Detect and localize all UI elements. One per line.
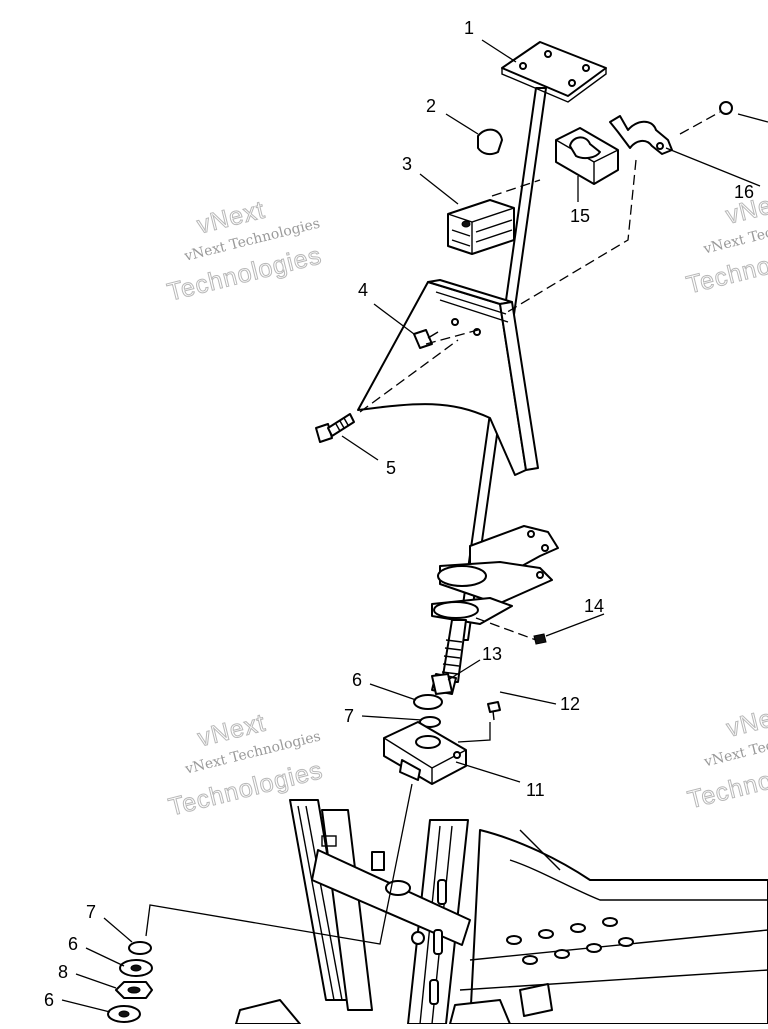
washer-part-6-lower-a — [119, 959, 153, 977]
callout-7-upper: 7 — [344, 706, 354, 726]
callout-4: 4 — [358, 280, 368, 300]
callout-6-upper: 6 — [352, 670, 362, 690]
nut-part-8 — [115, 981, 153, 999]
block-part-3 — [447, 199, 515, 255]
callout-6-lower-b: 6 — [44, 990, 54, 1010]
washer-part-6-lower-b — [107, 1005, 141, 1023]
callout-15: 15 — [570, 206, 590, 226]
clamp-part-16 — [609, 115, 673, 155]
nut-top-right — [719, 101, 733, 115]
callout-2: 2 — [426, 96, 436, 116]
callout-3: 3 — [402, 154, 412, 174]
callout-1: 1 — [464, 18, 474, 38]
watermark-upper-left: vNext vNext Technologies Technologies — [164, 195, 325, 307]
steering-lower-bracket — [431, 525, 559, 695]
callout-13: 13 — [482, 644, 502, 664]
ujoint-part-13 — [431, 673, 453, 695]
callout-14: 14 — [584, 596, 604, 616]
callout-8: 8 — [58, 962, 68, 982]
callout-7-lower: 7 — [86, 902, 96, 922]
callout-11: 11 — [526, 780, 545, 800]
callout-labels: 1 2 3 4 5 6 7 11 12 13 14 15 16 7 6 8 6 — [44, 18, 754, 1010]
pin-part-12 — [487, 701, 501, 721]
ring-part-7-lower — [128, 941, 152, 955]
washer-part-6 — [413, 694, 443, 710]
assembly-lines — [145, 111, 721, 945]
callout-5: 5 — [386, 458, 396, 478]
callout-16: 16 — [734, 182, 754, 202]
bolt-part-5 — [315, 413, 355, 443]
watermark-lower-right: vNext vNext Technologies Technologies — [684, 698, 768, 814]
watermark-word-top: vNext — [724, 699, 768, 743]
callout-12: 12 — [560, 694, 580, 714]
bearing-block-part-11 — [383, 721, 467, 785]
block-part-15 — [555, 127, 619, 185]
nut-part-14 — [533, 633, 547, 645]
bushing-part-2 — [477, 128, 503, 156]
callout-leaders — [61, 39, 768, 1013]
callout-6-lower-a: 6 — [68, 934, 78, 954]
vehicle-frame — [235, 799, 768, 1025]
ring-part-7 — [419, 716, 441, 728]
handlebar-mount-plate — [501, 41, 607, 97]
steering-support-panel — [357, 279, 539, 476]
